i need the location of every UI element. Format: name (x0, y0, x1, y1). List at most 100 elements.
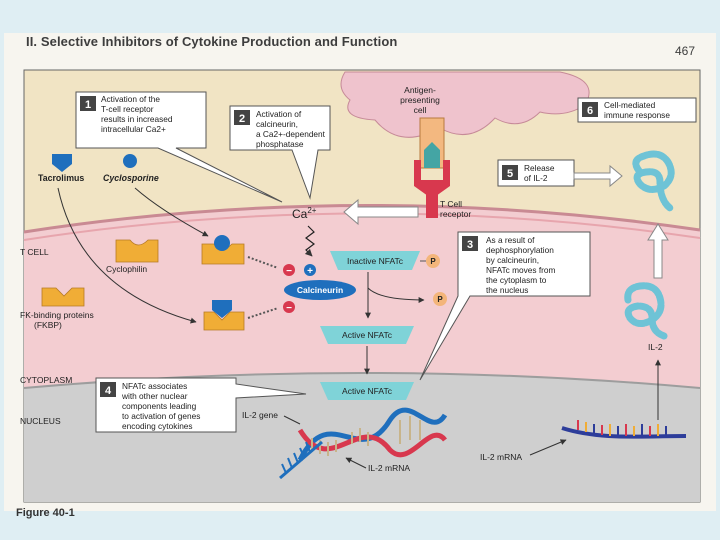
step-3-line-3: by calcineurin, (486, 255, 539, 265)
cyclophilin-icon (115, 239, 159, 263)
calcium-signal-squiggle (304, 225, 315, 257)
cyclosporine-label: Cyclosporine (103, 173, 159, 183)
step-1-line-1: Activation of the (101, 94, 160, 104)
nucleus-label: NUCLEUS (20, 416, 61, 426)
phosphate-2 (433, 292, 447, 306)
phosphate-1 (426, 254, 440, 268)
inhibit-sign-fkbp (283, 301, 295, 313)
t-cell-receptor-stem (426, 192, 438, 218)
step-1-line-4: intracellular Ca2+ (101, 124, 166, 134)
inactive-nfatc (330, 251, 420, 270)
active-nfatc-label-1: Active NFATc (342, 330, 393, 340)
tacrolimus-label: Tacrolimus (38, 173, 84, 183)
fkbp-icon (41, 287, 85, 307)
step-1-callout (75, 91, 283, 203)
step-3-line-2: dephosphorylation (486, 245, 554, 255)
inactive-nfatc-label: Inactive NFATc (347, 256, 404, 266)
step-2-number: 2 (239, 113, 245, 125)
step-2-line-3: a Ca2+-dependent (256, 129, 326, 139)
cyclophilin-inhibition-line (247, 256, 279, 269)
step-4-line-1: NFATc associates (122, 381, 187, 391)
tcr-label-line-1: T Cell (440, 199, 462, 209)
activate-sign (304, 264, 316, 276)
receptor-to-calcium-arrow (343, 198, 419, 226)
il2-helix (624, 282, 668, 340)
step-4-callout (95, 377, 307, 433)
figure-label: Figure 40-1 (16, 507, 75, 519)
cyclophilin-label: Cyclophilin (106, 264, 147, 274)
step-1-line-2: T-cell receptor (101, 104, 154, 114)
il2-secreted-helix (632, 150, 675, 212)
tacrolimus-icon (52, 154, 72, 172)
step-3-number: 3 (467, 239, 473, 251)
step-5-number: 5 (507, 168, 513, 180)
step-3-line-1: As a result of (486, 235, 535, 245)
page-header-title: II. Selective Inhibitors of Cytokine Pro… (26, 34, 398, 49)
step-3-line-4: NFATc moves from (486, 265, 556, 275)
step-6-number: 6 (587, 105, 593, 117)
step-1-badge (80, 96, 96, 111)
step-5-badge (502, 165, 518, 180)
calcium-label: Ca2+ (292, 206, 317, 221)
fkbp-label-line-1: FK-binding proteins (20, 310, 94, 320)
calcineurin-label: Calcineurin (297, 285, 343, 295)
step-3-callout (419, 231, 591, 381)
step-6-badge (582, 102, 598, 117)
step-5-line-1: Release (524, 163, 555, 173)
step-2-line-2: calcineurin, (256, 119, 298, 129)
step-1-line-3: results in increased (101, 114, 173, 124)
tacrolimus-arrow (57, 187, 197, 324)
il2-mrna-left-pointer (345, 457, 367, 469)
il2-up-arrow (647, 223, 669, 279)
step-4-line-5: encoding cytokines (122, 421, 193, 431)
inhibit-sign-cyclophilin (283, 264, 295, 276)
step-2-badge (234, 110, 250, 125)
step-3-badge (462, 236, 478, 251)
tcr-label-line-2: receptor (440, 209, 471, 219)
step-1-number: 1 (85, 99, 91, 111)
step-4-number: 4 (105, 385, 112, 397)
phosphate-release-arrow (367, 287, 425, 303)
step-3-line-6: the nucleus (486, 285, 528, 295)
step-5-box (497, 159, 575, 187)
apc-label-line-2: presenting (400, 95, 440, 105)
apc-label-line-3: cell (414, 105, 427, 115)
il2-mrna-right-pointer (529, 439, 567, 456)
t-cell-receptor (414, 160, 450, 196)
step-5-line-2: of IL-2 (524, 173, 548, 183)
il2-gene-pointer (283, 415, 301, 425)
cyclosporine-icon (123, 154, 137, 168)
phosphate-1-label: P (430, 257, 436, 266)
step-4-line-2: with other nuclear (121, 391, 188, 401)
antigen-peptide (424, 142, 440, 168)
fkbp-complex (203, 311, 245, 331)
step-2-line-1: Activation of (256, 109, 302, 119)
minus-sign-1: − (286, 266, 292, 277)
step-4-line-3: components leading (122, 401, 197, 411)
il2-mrna-left-label: IL-2 mRNA (368, 463, 410, 473)
il2-mrna-right-label: IL-2 mRNA (480, 452, 522, 462)
tacrolimus-bound (212, 300, 232, 318)
step-4-badge (100, 382, 116, 397)
active-nfatc-nucleus (320, 382, 414, 400)
fkbp-inhibition-line (247, 307, 279, 319)
step-6-line-1: Cell-mediated (604, 100, 656, 110)
il2-gene-label: IL-2 gene (242, 410, 278, 420)
il2-label: IL-2 (648, 342, 663, 352)
plus-sign: + (307, 266, 313, 277)
minus-sign-2: − (286, 303, 292, 314)
step-4-line-4: to activation of genes (122, 411, 200, 421)
fkbp-label-line-2: (FKBP) (34, 320, 62, 330)
apc-label-line-1: Antigen- (404, 85, 436, 95)
cyclosporine-arrow (134, 187, 209, 237)
il2-dna-helix (297, 407, 448, 462)
step-2-callout (229, 105, 331, 200)
step-3-line-5: the cytoplasm to (486, 275, 547, 285)
cyclosporine-bound (214, 235, 230, 251)
step-6-line-2: immune response (604, 110, 670, 120)
il2-mrna-transcript-left (279, 440, 323, 480)
active-nfatc-label-2: Active NFATc (342, 386, 393, 396)
t-cell-label: T CELL (20, 247, 49, 257)
page-number: 467 (675, 44, 696, 58)
